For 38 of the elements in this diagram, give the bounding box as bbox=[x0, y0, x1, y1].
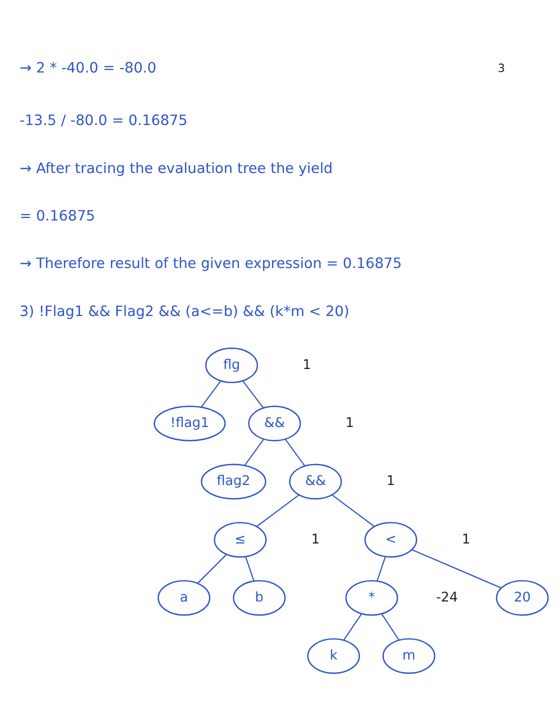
node-ellipse: && bbox=[248, 406, 301, 442]
node-ellipse: !flag1 bbox=[154, 406, 226, 442]
node-label: -24 bbox=[436, 590, 458, 606]
connector bbox=[343, 614, 362, 640]
node-label: 1 bbox=[311, 532, 320, 548]
connector bbox=[412, 549, 502, 588]
node-ellipse: a bbox=[158, 580, 210, 616]
connector bbox=[197, 554, 227, 584]
node-label: 1 bbox=[302, 358, 312, 373]
node-ellipse: b bbox=[232, 580, 286, 616]
node-ellipse: && bbox=[289, 464, 342, 500]
node-ellipse: ≤ bbox=[214, 522, 267, 558]
connector bbox=[332, 494, 374, 527]
label: -13.5 / -80.0 = 0.16875 bbox=[20, 113, 188, 130]
label: → Therefore result of the given expression = 0.16875 bbox=[20, 256, 402, 272]
node-label: 1 bbox=[386, 474, 396, 490]
node-ellipse: flag2 bbox=[200, 464, 266, 500]
connector bbox=[244, 438, 264, 466]
connector bbox=[200, 380, 222, 408]
connector bbox=[256, 494, 300, 527]
node-ellipse: k bbox=[307, 638, 360, 674]
label: → After tracing the evaluation tree the yield bbox=[20, 160, 333, 177]
node-label: 1 bbox=[462, 532, 470, 548]
node-ellipse: m bbox=[382, 638, 436, 674]
label: 3) !Flag1 && Flag2 && (a<=b) && (k*m < 20) bbox=[20, 304, 350, 320]
connector bbox=[245, 556, 254, 581]
node-ellipse: 20 bbox=[496, 580, 549, 616]
connector bbox=[381, 614, 400, 640]
connector bbox=[284, 438, 306, 466]
node-label: 1 bbox=[346, 416, 354, 432]
node-ellipse: flg bbox=[205, 348, 258, 384]
node-ellipse: < bbox=[364, 522, 418, 558]
connector bbox=[376, 556, 386, 581]
label: = 0.16875 bbox=[20, 208, 96, 224]
connector bbox=[242, 380, 264, 408]
node-ellipse: * bbox=[345, 580, 398, 616]
label: → 2 * -40.0 = -80.0 bbox=[20, 60, 156, 76]
label: 3 bbox=[498, 60, 505, 75]
